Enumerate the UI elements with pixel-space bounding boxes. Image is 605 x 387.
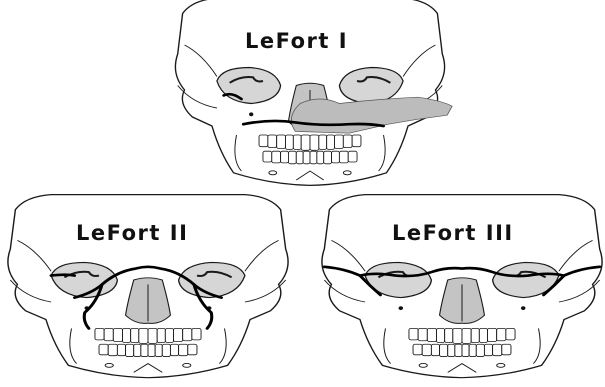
label-lefort-2: LeFort II (76, 221, 188, 245)
skull-lefort-1 (175, 0, 452, 185)
label-lefort-3: LeFort III (392, 221, 514, 245)
label-lefort-1: LeFort I (245, 29, 348, 53)
shaded-maxilla-lefort-1 (291, 97, 452, 133)
